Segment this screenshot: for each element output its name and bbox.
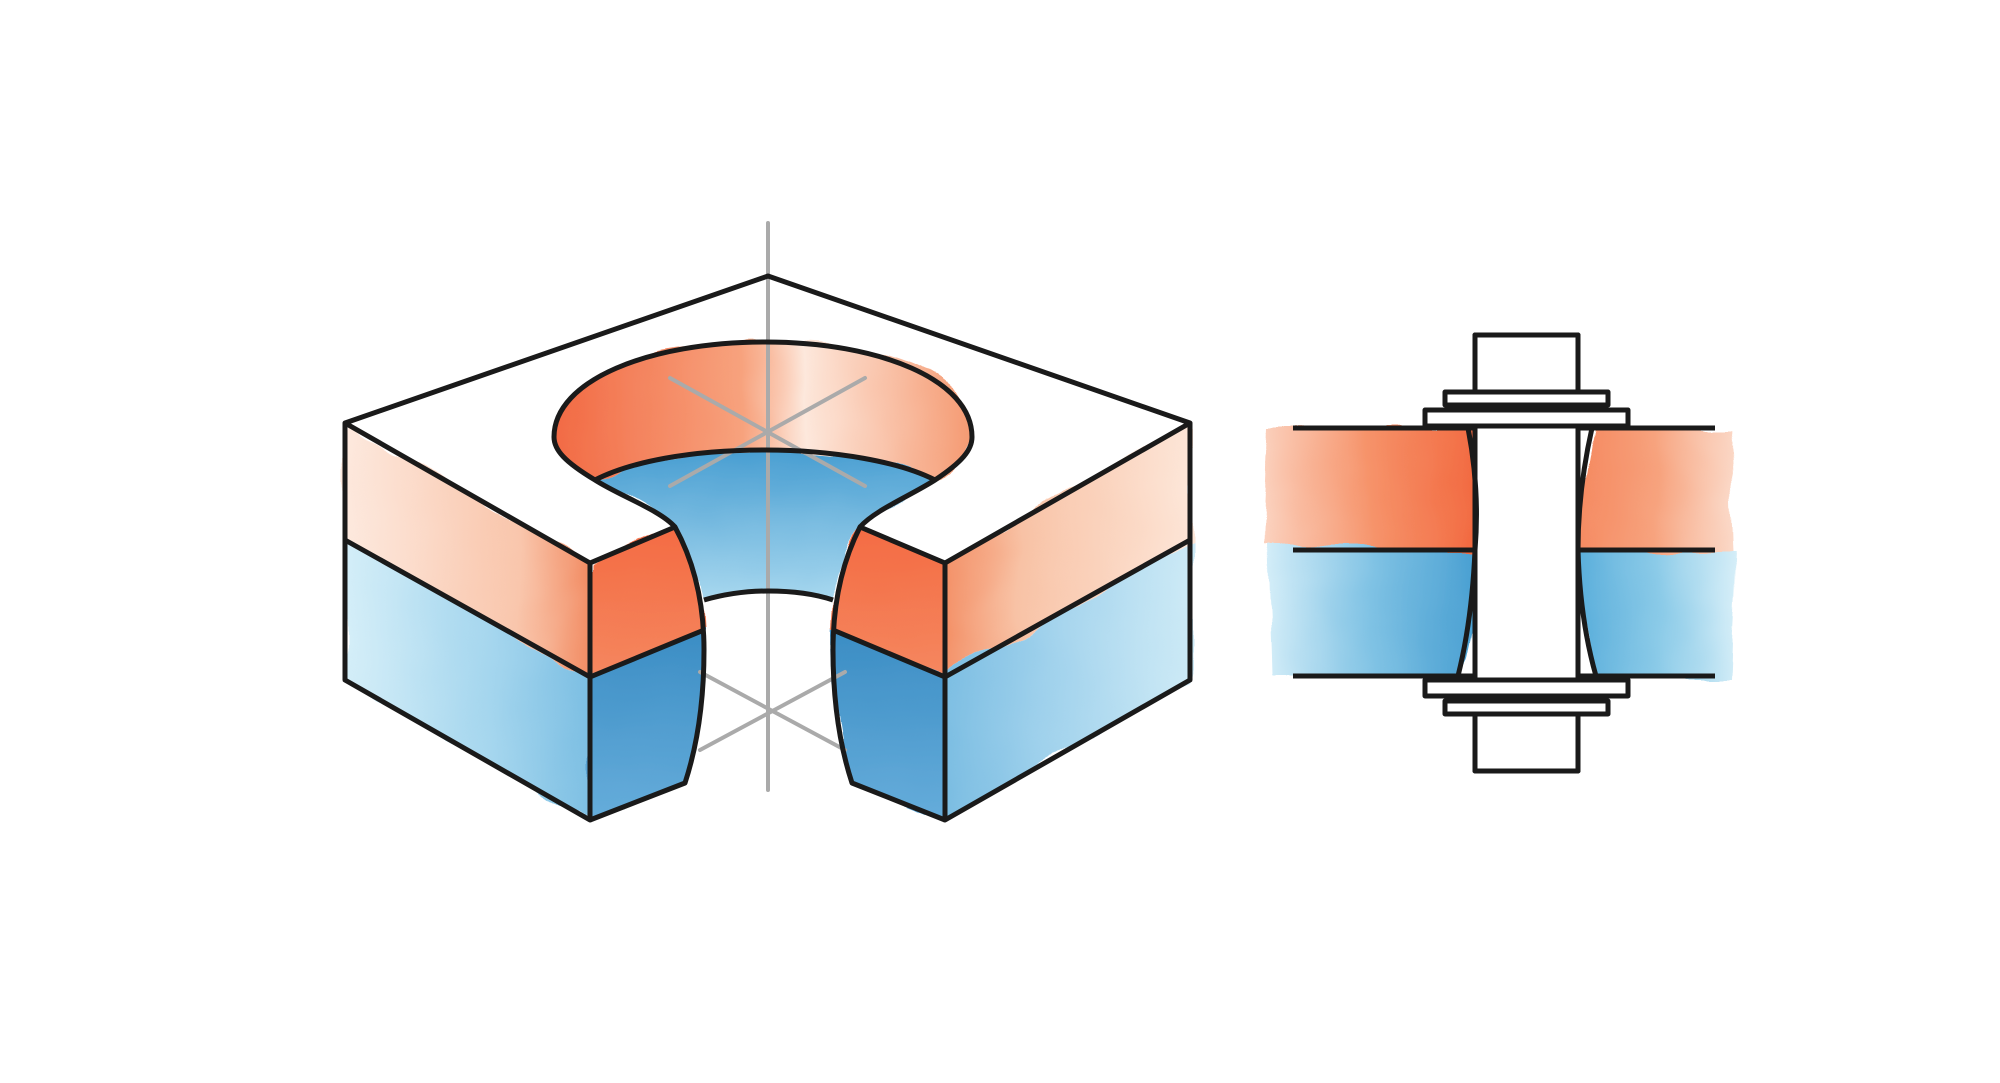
upper-plate-right-warm xyxy=(1578,428,1735,550)
block-left-face-cool xyxy=(345,540,590,820)
block-outline xyxy=(342,273,1193,823)
lower-plate-left-cool xyxy=(1268,550,1475,676)
joint-outline xyxy=(1293,332,1715,774)
hole-wall-cool xyxy=(595,452,935,600)
hole-wall-warm xyxy=(553,342,973,480)
cutaway-block xyxy=(342,221,1193,823)
block-right-face-cool xyxy=(945,540,1190,820)
bolted-joint xyxy=(1265,332,1738,774)
cut-face-left-cool xyxy=(590,630,704,820)
lower-plate-right-cool xyxy=(1578,550,1738,676)
upper-plate-left-warm xyxy=(1265,428,1476,550)
block-left-face-warm xyxy=(345,423,590,677)
cut-face-right-cool xyxy=(833,630,945,820)
block-right-face-warm xyxy=(945,423,1190,677)
axis-lines xyxy=(668,221,867,792)
